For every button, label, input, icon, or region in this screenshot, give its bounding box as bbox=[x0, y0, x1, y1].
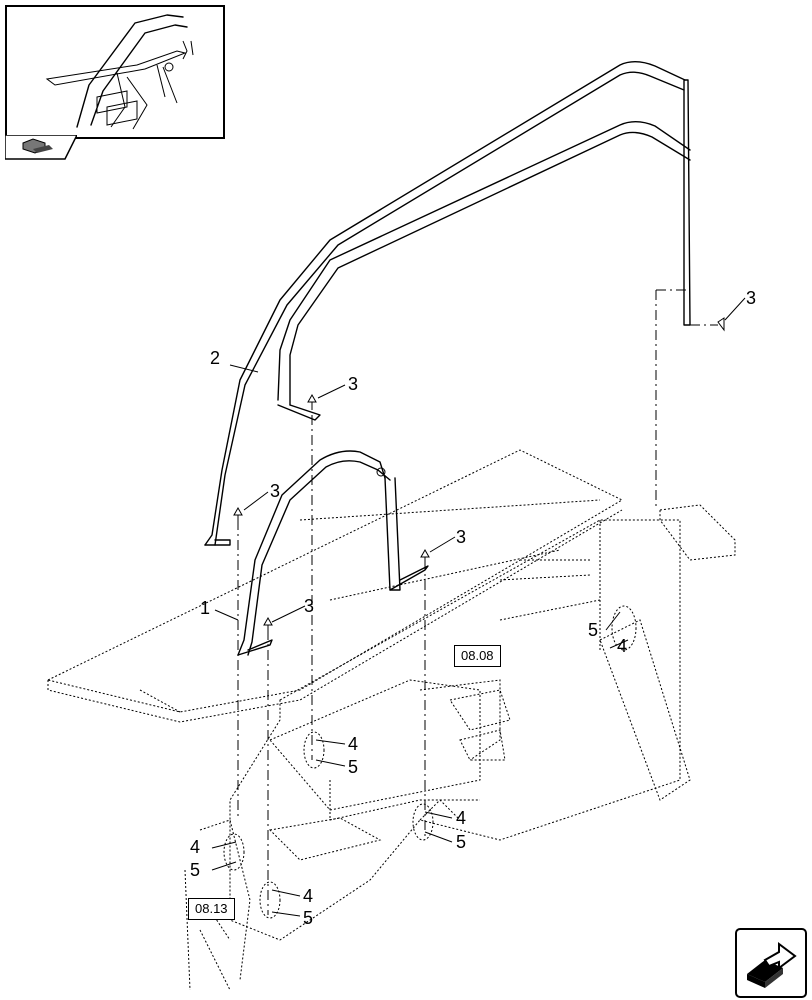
next-page-button[interactable] bbox=[735, 928, 807, 998]
callout-1: 1 bbox=[200, 598, 210, 618]
previous-page-icon bbox=[5, 135, 77, 160]
reference-link-08-08[interactable]: 08.08 bbox=[454, 645, 501, 667]
callout-3: 3 bbox=[348, 374, 358, 394]
fastener-highlights bbox=[223, 605, 637, 919]
screw-icons bbox=[233, 317, 725, 633]
callout-3: 3 bbox=[304, 596, 314, 616]
handrail-short bbox=[237, 450, 429, 656]
callout-4: 4 bbox=[456, 808, 466, 828]
callout-5: 5 bbox=[303, 908, 313, 928]
callout-3: 3 bbox=[270, 481, 280, 501]
alignment-lines bbox=[237, 289, 718, 915]
next-page-icon bbox=[747, 942, 797, 988]
callout-4: 4 bbox=[617, 636, 627, 656]
callout-4: 4 bbox=[303, 886, 313, 906]
callout-5: 5 bbox=[588, 620, 598, 640]
callout-3: 3 bbox=[746, 288, 756, 308]
overview-thumbnail[interactable] bbox=[5, 5, 225, 139]
callout-5: 5 bbox=[456, 832, 466, 852]
callout-4: 4 bbox=[190, 837, 200, 857]
platform-structure bbox=[46, 449, 736, 991]
callout-5: 5 bbox=[190, 860, 200, 880]
callout-4: 4 bbox=[348, 734, 358, 754]
callout-2: 2 bbox=[210, 348, 220, 368]
leader-lines bbox=[211, 297, 746, 917]
reference-link-08-13[interactable]: 08.13 bbox=[188, 898, 235, 920]
callout-5: 5 bbox=[348, 757, 358, 777]
thumbnail-drawing-icon bbox=[45, 14, 194, 130]
handrail-long bbox=[204, 61, 691, 546]
callout-3: 3 bbox=[456, 527, 466, 547]
